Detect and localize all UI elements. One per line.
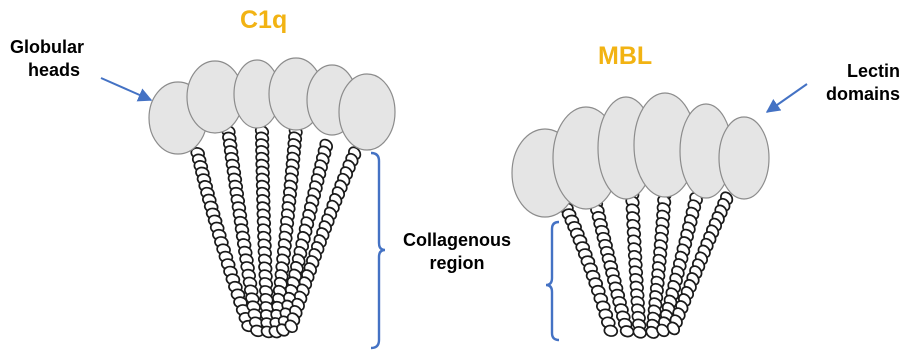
globular-heads-arrow [101,78,151,100]
collagenous-region-label-line2: region [392,252,522,275]
mbl-collagen-bracket [546,222,559,340]
globular-heads-label-line1: Globular [10,36,84,59]
c1q-title: C1q [240,6,287,35]
globular-heads-label-line2: heads [10,59,84,82]
mbl-head-6 [719,117,769,199]
lectin-domains-label-line2: domains [810,83,900,106]
mbl-title: MBL [598,42,652,71]
c1q-collagen-bracket [371,153,385,348]
globular-heads-label: Globular heads [10,36,84,83]
c1q-head-6 [339,74,395,150]
collagenous-region-label: Collagenous region [392,229,522,276]
c1q-globular-heads [149,58,395,154]
lectin-domains-arrow [767,84,807,112]
helix-turn [603,324,618,337]
lectin-domains-label-line1: Lectin [810,60,900,83]
lectin-domains-label: Lectin domains [810,60,900,107]
collagenous-region-label-line1: Collagenous [392,229,522,252]
c1q-collagen-stalks [190,123,363,339]
helix-turn [620,325,635,338]
